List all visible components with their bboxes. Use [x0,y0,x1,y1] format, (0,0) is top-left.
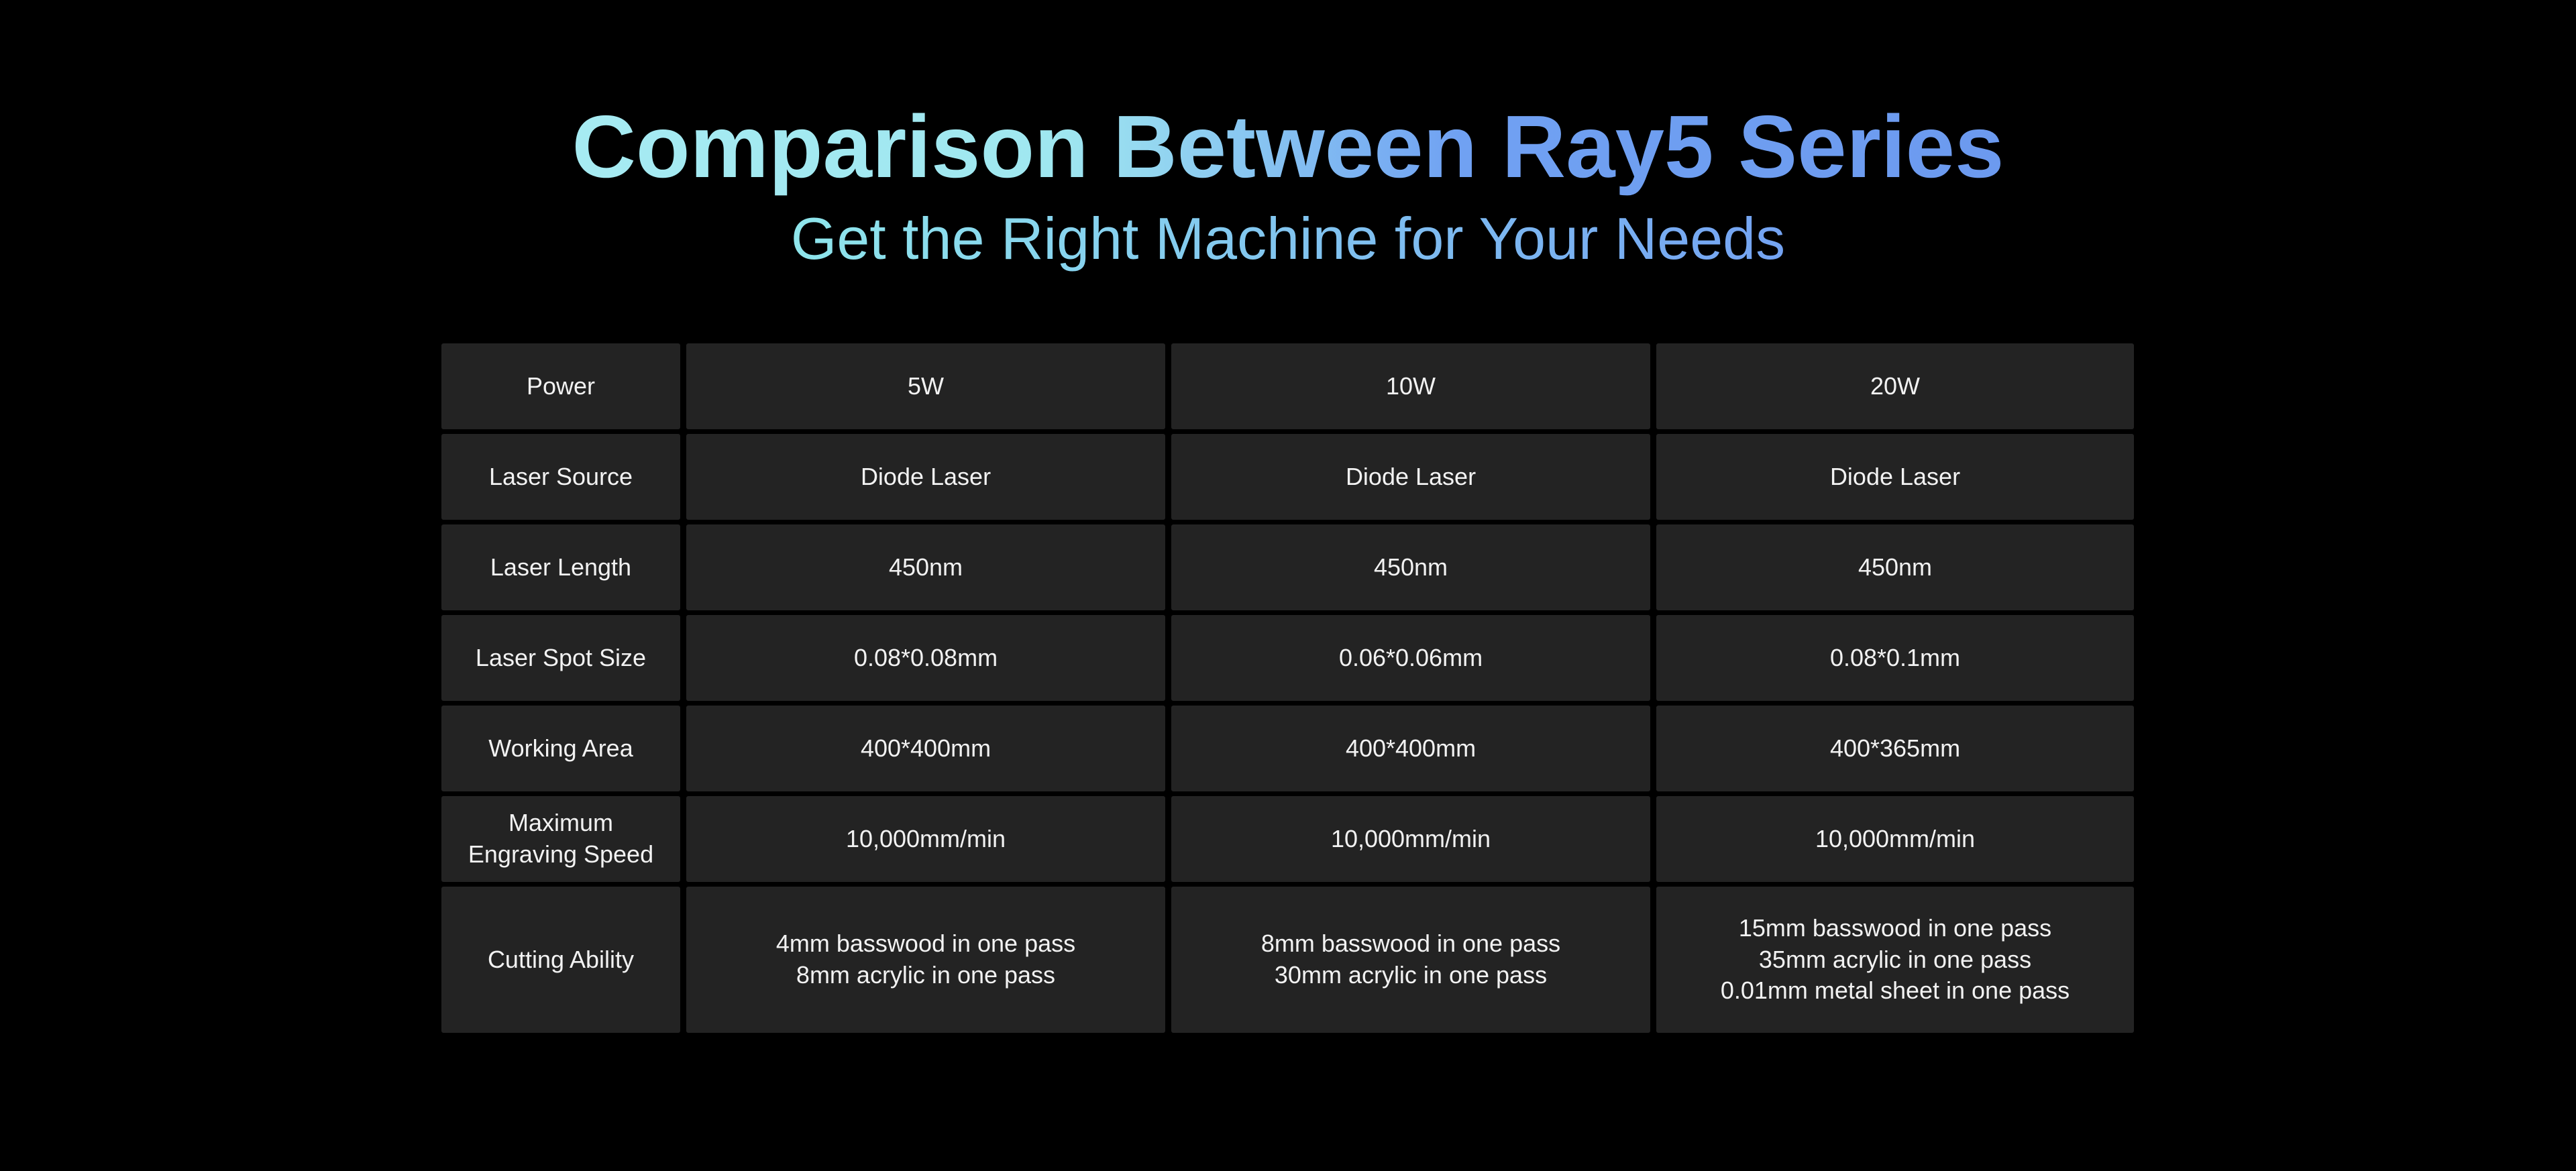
cell-max-engraving-speed-5w: 10,000mm/min [686,796,1165,882]
row-label-laser-spot-size: Laser Spot Size [441,615,680,701]
cell-max-engraving-speed-20w: 10,000mm/min [1656,796,2134,882]
cell-power-5w: 5W [686,343,1165,429]
row-label-power: Power [441,343,680,429]
cell-laser-spot-size-5w: 0.08*0.08mm [686,615,1165,701]
page-subtitle: Get the Right Machine for Your Needs [791,203,1785,274]
cell-laser-source-20w: Diode Laser [1656,434,2134,520]
cell-cutting-ability-5w: 4mm basswood in one pass 8mm acrylic in … [686,887,1165,1033]
cell-cutting-ability-20w: 15mm basswood in one pass 35mm acrylic i… [1656,887,2134,1033]
row-label-max-engraving-speed: Maximum Engraving Speed [441,796,680,882]
cell-laser-spot-size-10w: 0.06*0.06mm [1171,615,1650,701]
cell-working-area-10w: 400*400mm [1171,706,1650,791]
cell-laser-length-10w: 450nm [1171,524,1650,610]
cell-cutting-ability-10w: 8mm basswood in one pass 30mm acrylic in… [1171,887,1650,1033]
row-label-cutting-ability: Cutting Ability [441,887,680,1033]
comparison-table: Power 5W 10W 20W Laser Source Diode Lase… [441,343,2134,1033]
cell-laser-source-10w: Diode Laser [1171,434,1650,520]
page-title: Comparison Between Ray5 Series [572,94,2004,200]
row-label-laser-source: Laser Source [441,434,680,520]
cell-laser-length-5w: 450nm [686,524,1165,610]
cell-working-area-20w: 400*365mm [1656,706,2134,791]
subheader: Get the Right Machine for Your Needs [0,203,2576,274]
cell-power-20w: 20W [1656,343,2134,429]
cell-laser-length-20w: 450nm [1656,524,2134,610]
header: Comparison Between Ray5 Series [0,94,2576,200]
row-label-laser-length: Laser Length [441,524,680,610]
cell-laser-source-5w: Diode Laser [686,434,1165,520]
cell-laser-spot-size-20w: 0.08*0.1mm [1656,615,2134,701]
cell-max-engraving-speed-10w: 10,000mm/min [1171,796,1650,882]
cell-power-10w: 10W [1171,343,1650,429]
cell-working-area-5w: 400*400mm [686,706,1165,791]
row-label-working-area: Working Area [441,706,680,791]
